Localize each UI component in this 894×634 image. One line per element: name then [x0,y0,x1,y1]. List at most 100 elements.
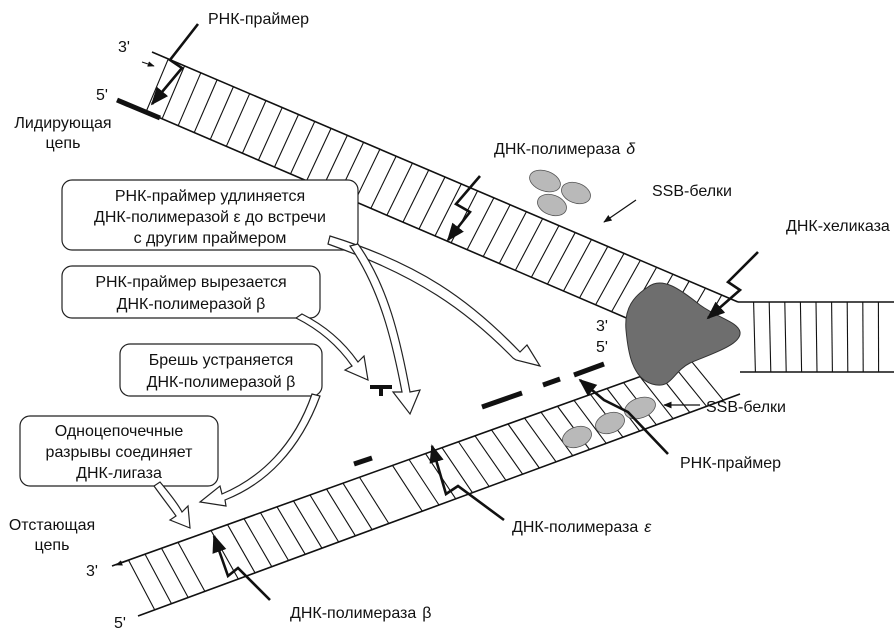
base-pair-rung [815,301,818,373]
callout-ligation: Одноцепочечные разрывы соединяет ДНК-лиг… [19,415,219,487]
base-pair-rung [128,559,156,611]
callout-gap-fill: Брешь устраняется ДНК-полимеразой β [119,343,323,397]
base-pair-rung [799,301,803,373]
dna-helicase-shape [625,282,741,386]
base-pair-rung [370,155,397,209]
callout-elongation-line-1: РНК-праймер удлиняется [115,188,305,205]
base-pair-rung [243,518,273,567]
dna-helicase-label: ДНК-хеликаза [786,218,890,235]
base-pair-rung [418,176,446,230]
base-pair-rung [392,465,423,512]
five-prime-top-label: 5' [96,87,108,104]
callout-ligation-box [19,415,219,487]
base-pair-rung [546,232,576,285]
fork-five-prime-label: 5' [596,339,608,356]
base-pair-rung [309,494,340,543]
lagging-strand-label-line-2: цепь [35,537,70,554]
base-pair-rung [689,358,724,401]
ssb-protein [537,193,567,217]
base-pair-rung [177,72,202,126]
callout-elongation-line-3: с другим праймером [134,230,287,247]
leading-strand-5prime-end [116,97,161,121]
dna-polymerase-beta-pointer [212,534,271,601]
dna-polymerase-delta-pointer [446,175,481,242]
base-pair-rung [241,100,267,154]
callout-gap-fill-line-2: ДНК-полимеразой β [147,374,296,391]
base-pair-rung [257,107,283,161]
dna-polymerase-epsilon-pointer [429,444,505,522]
ssb-bottom-label: SSB-белки [706,399,786,416]
three-prime-top-label: 3' [118,39,130,56]
excised-rna-primer [370,385,392,396]
callout-excision: РНК-праймер вырезается ДНК-полимеразой β [61,265,321,319]
base-pair-rung [466,197,495,250]
base-pair-rung [386,162,413,216]
base-pair-rung [639,376,674,420]
base-pair-rung [507,423,540,469]
callout-excision-line-1: РНК-праймер вырезается [95,274,286,291]
base-pair-rung [145,58,169,113]
base-pair-rung [322,135,348,188]
base-pair-rung [209,86,234,140]
base-pair-rung [846,301,849,373]
base-pair-rung [161,65,186,119]
five-prime-bottom-label: 5' [114,615,126,632]
ssb-proteins-bottom [562,396,656,449]
leading-strand-label-line-2: цепь [46,135,81,152]
base-pair-rung [273,114,300,168]
base-pair-rung [354,148,381,202]
leading-duplex-base-pairs [145,58,723,347]
base-pair-rung [359,476,390,524]
dna-helicase-pointer [706,251,759,320]
leading-strand-duplex [116,51,739,354]
callout-ligation-line-2: разрывы соединяет [46,444,194,461]
parental-duplex [738,301,894,373]
leading-3prime-arrow [141,61,155,67]
callout-gap-fill-box [119,343,323,397]
base-pair-rung [441,447,473,493]
elongation-arrow-right [327,235,542,367]
base-pair-rung [144,553,172,604]
excision-arrow [294,313,369,381]
base-pair-rung [784,301,787,373]
lagging-strand-label-line-1: Отстающая [9,517,95,534]
base-pair-rung [768,301,772,373]
callout-excision-box [61,265,321,319]
base-pair-rung [831,301,833,373]
rna-primer-top-pointer [150,23,200,106]
base-pair-rung [193,79,218,133]
ssb-protein [562,425,592,449]
fork-three-prime-label: 3' [596,318,608,335]
elongation-arrow-down [349,243,421,416]
base-pair-rung [563,239,592,292]
base-pair-rung [474,435,507,481]
callout-elongation: РНК-праймер удлиняется ДНК-полимеразой ε… [61,179,359,251]
rna-primer-bottom-pointer [578,378,669,455]
rna-primer-bottom-label: РНК-праймер [680,455,781,472]
ssb-protein [624,396,656,420]
lagging-3prime-arrow [115,559,131,566]
base-pair-rung [402,169,430,223]
lagging-strand-gap-2 [184,516,210,538]
base-pair-rung [225,93,251,147]
callout-ligation-line-3: ДНК-лигаза [76,465,162,482]
okazaki-rna-primer-2 [481,390,523,410]
base-pair-rung [514,218,544,271]
base-pair-rung [290,121,316,175]
base-pair-rung [595,253,625,306]
callout-ligation-line-1: Одноцепочечные [55,423,184,440]
base-pair-rung [611,260,641,312]
three-prime-bottom-label: 3' [86,563,98,580]
base-pair-rung [326,488,356,537]
ssb-top-pointer [603,199,637,223]
base-pair-rung [408,459,440,506]
ssb-proteins-top [529,169,591,217]
base-pair-rung [753,301,756,373]
base-pair-rung [227,524,256,574]
base-pair-rung [579,246,609,299]
okazaki-rna-primer-1 [353,455,373,467]
gap-fill-arrow [198,393,321,507]
